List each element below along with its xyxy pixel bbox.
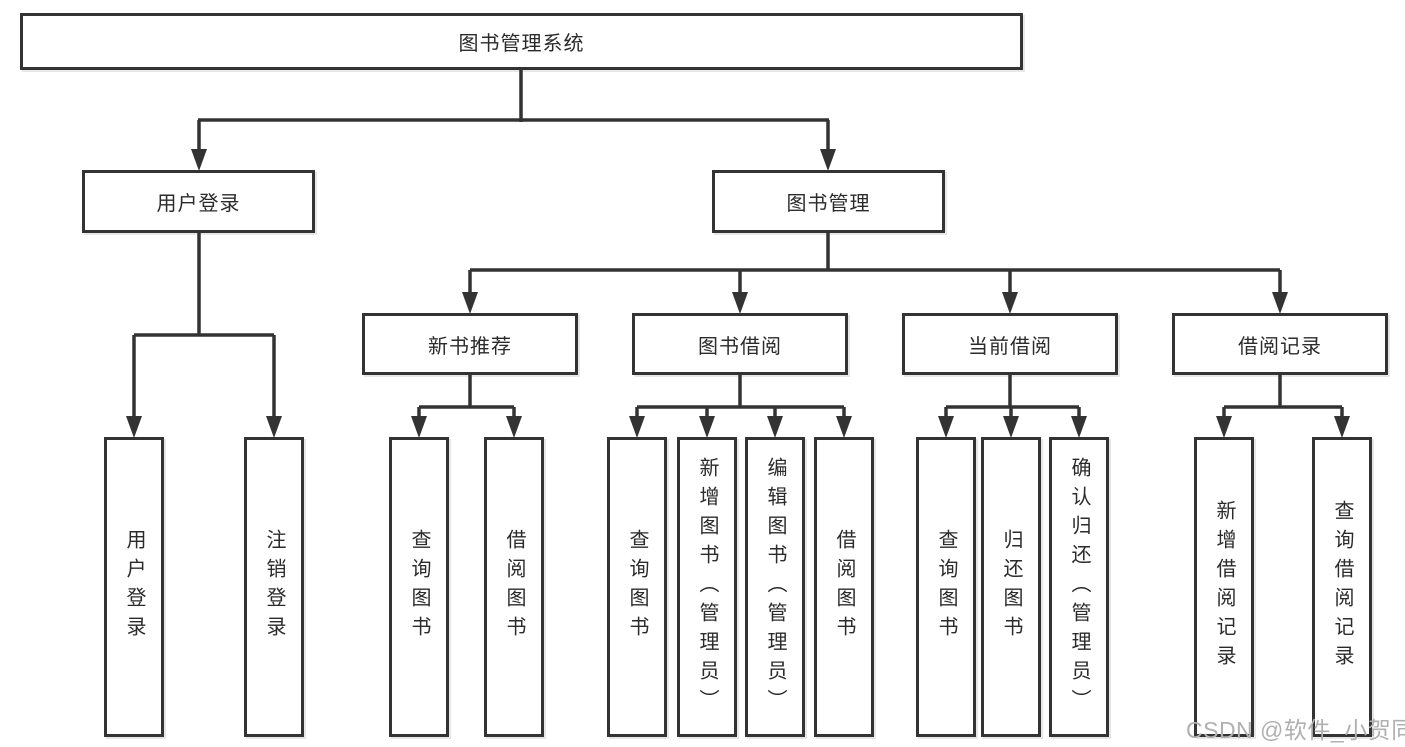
arrow-down-icon (820, 149, 836, 171)
node-leaf-user-login: 用户登录 (104, 437, 164, 737)
node-label: 查询借阅记录 (1331, 500, 1353, 674)
node-label: 归还图书 (1000, 529, 1022, 645)
arrow-down-icon (629, 416, 645, 438)
node-label: 查询图书 (408, 529, 430, 645)
arrow-down-icon (266, 416, 282, 438)
node-label: 新增图书（管理员） (696, 456, 718, 718)
arrow-down-icon (1334, 416, 1350, 438)
node-label: 注销登录 (263, 529, 285, 645)
arrow-down-icon (126, 416, 142, 438)
node-label: 图书借阅 (698, 335, 782, 358)
node-leaf-bb-borrow-books: 借阅图书 (814, 437, 874, 737)
arrow-down-icon (462, 292, 478, 314)
arrow-down-icon (699, 416, 715, 438)
arrow-down-icon (506, 416, 522, 438)
node-label: 查询图书 (626, 529, 648, 645)
node-new-book-recommend: 新书推荐 (362, 313, 578, 375)
node-leaf-bb-query-books: 查询图书 (607, 437, 667, 737)
arrow-down-icon (1002, 292, 1018, 314)
node-book-management: 图书管理 (712, 170, 945, 233)
arrow-down-icon (836, 416, 852, 438)
node-leaf-br-query-record: 查询借阅记录 (1312, 437, 1372, 737)
node-leaf-cb-return-books: 归还图书 (981, 437, 1041, 737)
node-label: 图书管理系统 (458, 33, 585, 55)
node-label: 借阅图书 (833, 529, 855, 645)
arrow-down-icon (1003, 416, 1019, 438)
node-leaf-nb-borrow-books: 借阅图书 (484, 437, 544, 737)
node-label: 借阅记录 (1238, 335, 1322, 358)
node-current-borrowing: 当前借阅 (902, 313, 1118, 375)
node-leaf-cb-confirm-return-admin: 确认归还（管理员） (1049, 437, 1109, 737)
arrow-down-icon (938, 416, 954, 438)
node-label: 查询图书 (935, 529, 957, 645)
node-label: 图书管理 (786, 193, 871, 215)
node-label: 用户登录 (123, 529, 145, 645)
node-user-login: 用户登录 (82, 170, 315, 233)
node-leaf-cb-query-books: 查询图书 (916, 437, 976, 737)
arrow-down-icon (191, 149, 207, 171)
node-book-borrowing: 图书借阅 (632, 313, 848, 375)
node-label: 确认归还（管理员） (1068, 456, 1090, 718)
arrow-down-icon (1216, 416, 1232, 438)
node-label: 借阅图书 (503, 529, 525, 645)
watermark-csdn: CSDN @软件_小贺同学 (1186, 717, 1405, 743)
node-leaf-nb-query-books: 查询图书 (389, 437, 449, 737)
node-label: 新书推荐 (428, 335, 512, 358)
arrow-down-icon (1272, 292, 1288, 314)
node-leaf-bb-add-books-admin: 新增图书（管理员） (677, 437, 737, 737)
node-leaf-logout: 注销登录 (244, 437, 304, 737)
node-label: 新增借阅记录 (1213, 500, 1235, 674)
arrowheads (126, 149, 1350, 438)
node-leaf-bb-edit-books-admin: 编辑图书（管理员） (745, 437, 805, 737)
arrow-down-icon (1071, 416, 1087, 438)
node-label: 用户登录 (156, 193, 241, 215)
arrow-down-icon (767, 416, 783, 438)
connector-path (132, 70, 1344, 418)
node-label: 编辑图书（管理员） (764, 456, 786, 718)
arrow-down-icon (411, 416, 427, 438)
arrow-down-icon (732, 292, 748, 314)
node-library-system: 图书管理系统 (20, 13, 1023, 70)
node-leaf-br-add-record: 新增借阅记录 (1194, 437, 1254, 737)
node-label: 当前借阅 (968, 335, 1052, 358)
node-borrowing-records: 借阅记录 (1172, 313, 1388, 375)
